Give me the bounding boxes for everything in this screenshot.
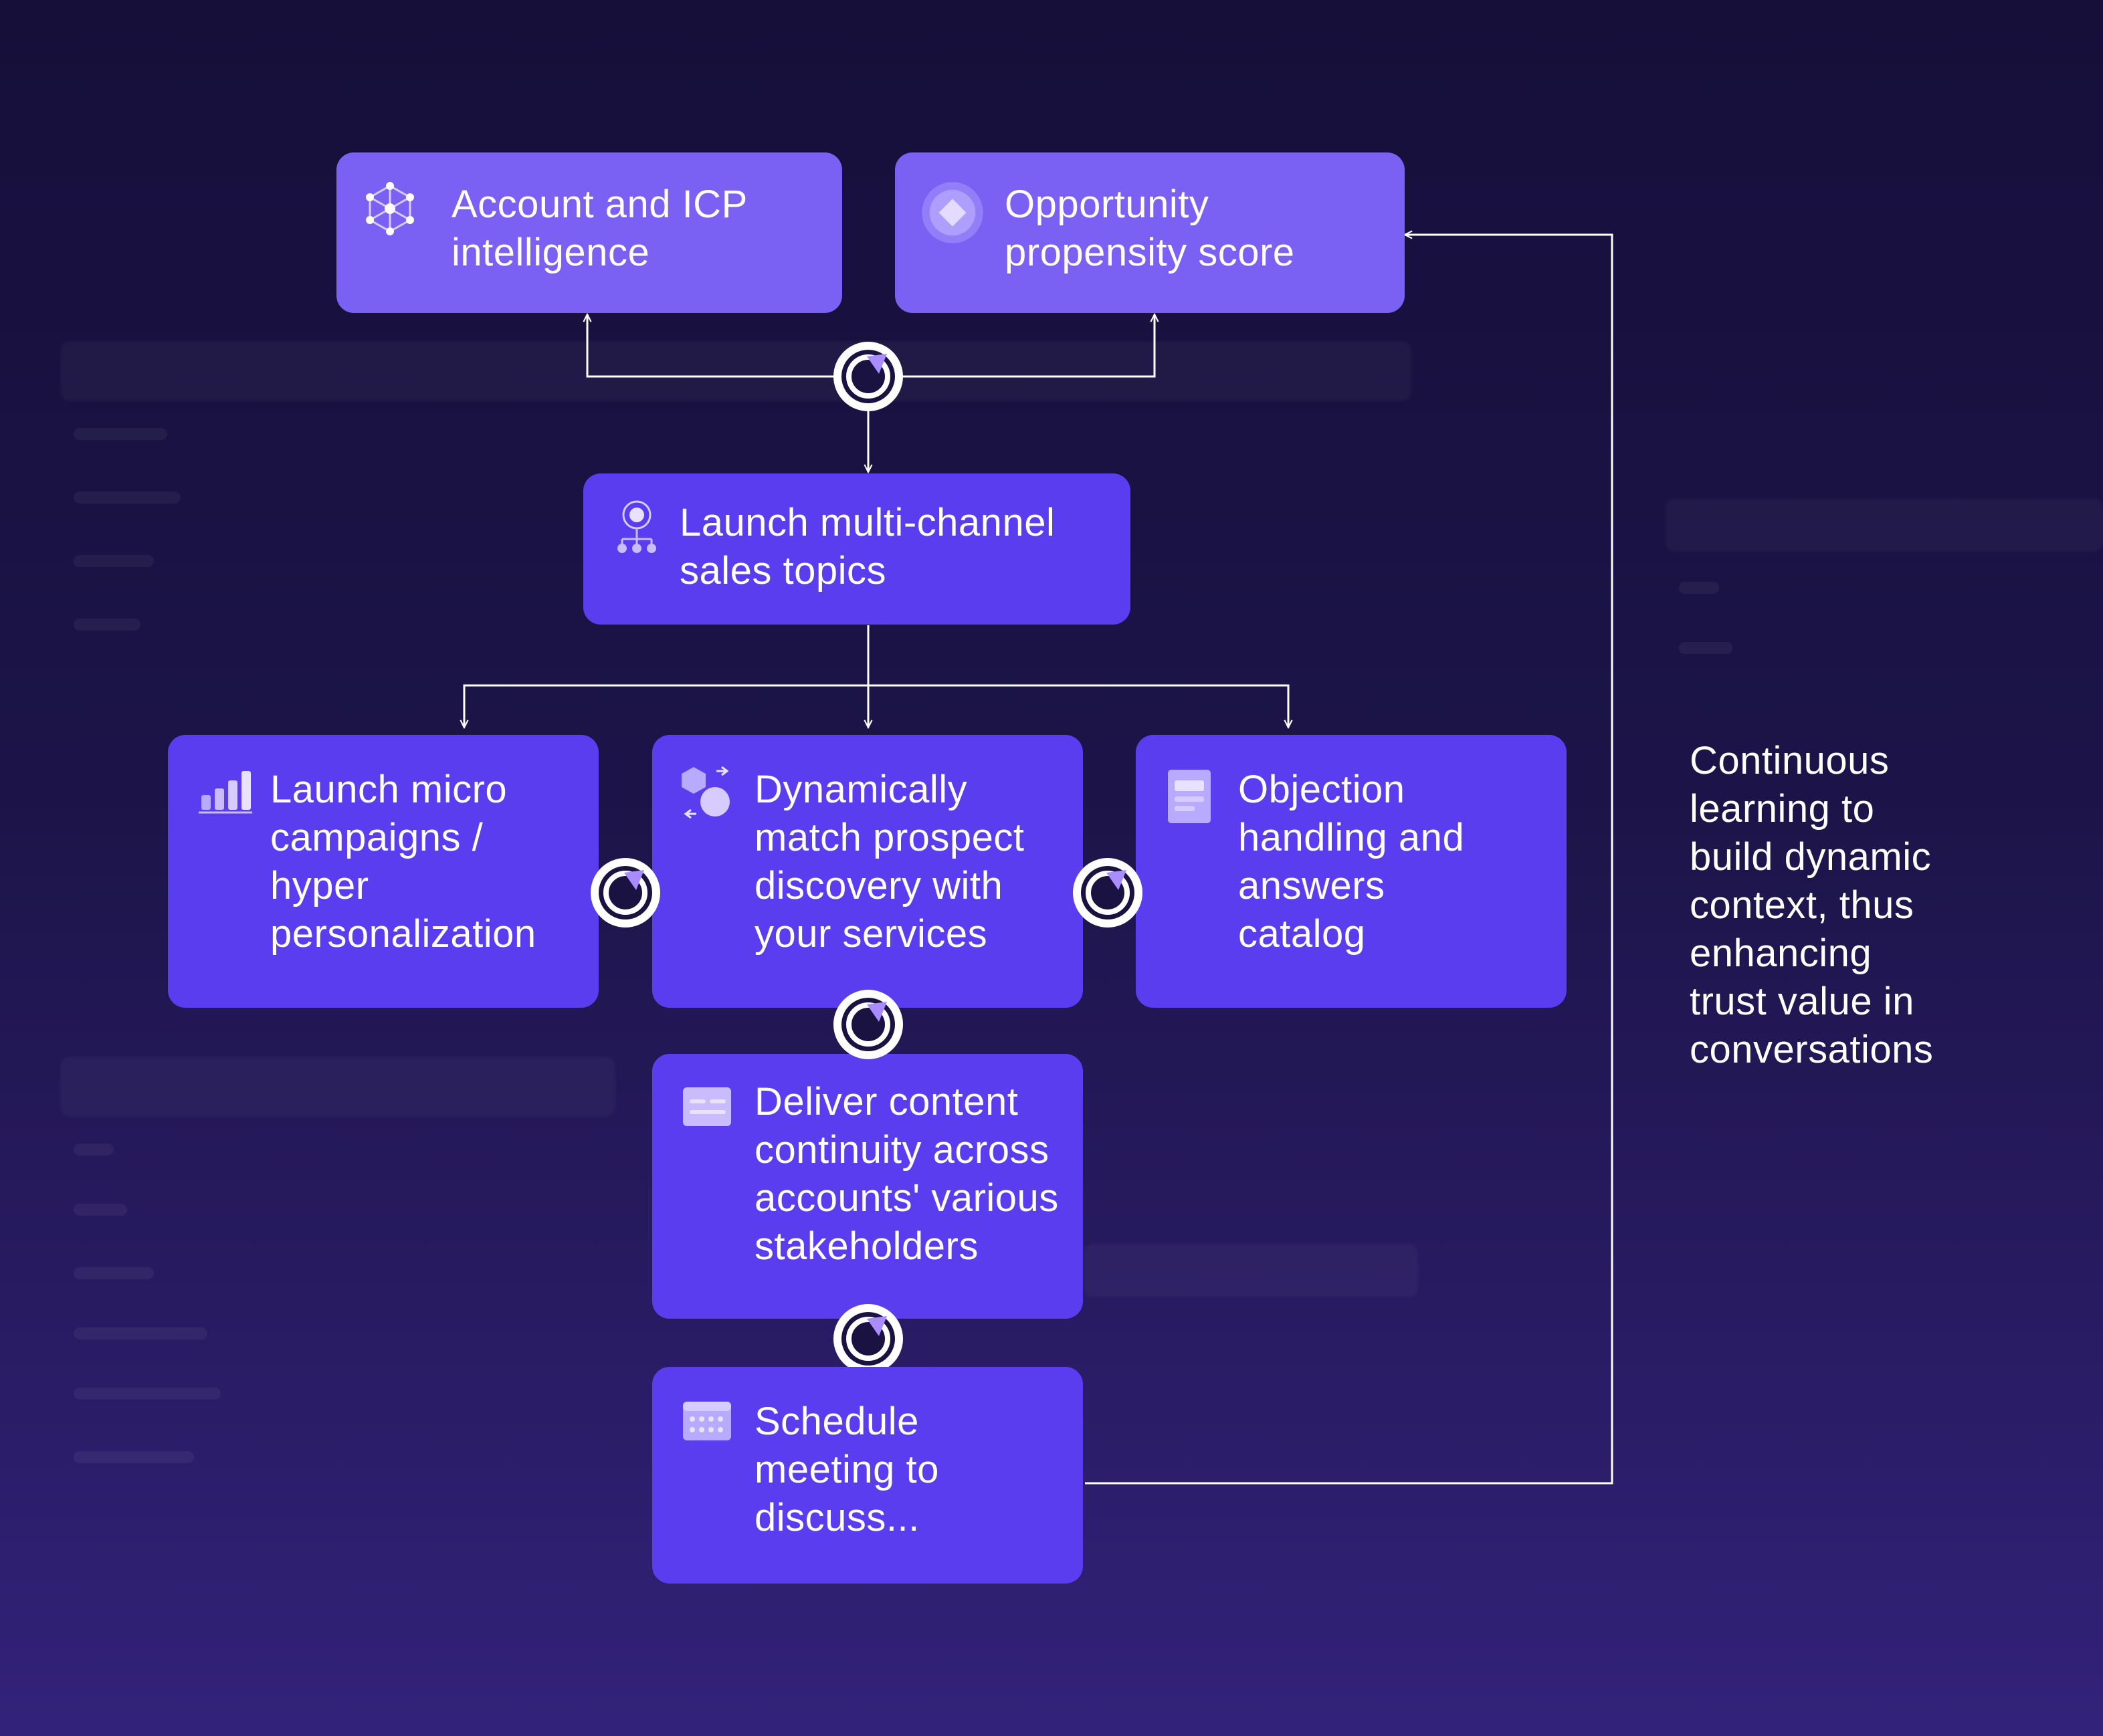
objection-handling-node: Objection handling and answers catalog (1136, 735, 1567, 1008)
diamond-icon (922, 182, 983, 243)
node-label: Deliver content continuity across accoun… (755, 1080, 1059, 1268)
background-row (74, 555, 154, 567)
node-label: Account and ICP intelligence (452, 183, 748, 274)
node-label: Schedule meeting to discuss... (755, 1400, 939, 1539)
opportunity-propensity-score-node: Opportunity propensity score (895, 152, 1405, 313)
schedule-meeting-node: Schedule meeting to discuss... (652, 1367, 1083, 1584)
node-label: Dynamically match prospect discovery wit… (755, 768, 1025, 956)
shapes-exchange-icon (682, 766, 730, 819)
node-label: Launch micro campaigns / hyper personali… (270, 768, 536, 956)
connector-to-micro-campaigns (464, 684, 868, 728)
dynamic-match-node: Dynamically match prospect discovery wit… (652, 735, 1083, 1008)
people-hierarchy-icon (617, 500, 656, 553)
background-row (74, 1327, 207, 1339)
hub-icon (833, 342, 903, 411)
catalog-icon (1168, 770, 1211, 823)
calendar-icon (683, 1402, 731, 1440)
node-label: Launch multi-channel sales topics (680, 501, 1056, 592)
background-row (74, 428, 167, 440)
background-row (74, 1267, 154, 1279)
network-icon (366, 182, 414, 235)
background-row (74, 1144, 114, 1156)
background-row (1679, 642, 1732, 654)
continuous-learning-note: Continuous learning to build dynamic con… (1690, 739, 1934, 1071)
background-row (74, 1204, 127, 1216)
hub-icon (833, 1304, 903, 1374)
bar-chart-icon (199, 771, 252, 814)
deliver-content-node: Deliver content continuity across accoun… (652, 1054, 1083, 1319)
node-label: Objection handling and answers catalog (1238, 768, 1465, 956)
launch-sales-topics-node: Launch multi-channel sales topics (583, 473, 1130, 625)
connector-to-objection (868, 684, 1288, 728)
background-row (74, 1388, 221, 1400)
node-label: Opportunity propensity score (1005, 183, 1295, 274)
micro-campaigns-node: Launch micro campaigns / hyper personali… (168, 735, 599, 1008)
background-row (1679, 582, 1719, 594)
feedback-loop-connector (1085, 235, 1613, 1485)
background-row (74, 492, 181, 504)
background-row (74, 1451, 194, 1463)
hub-icon (833, 990, 903, 1059)
connector-to-account-icp (587, 314, 868, 378)
background-row (74, 619, 140, 631)
connector-to-propensity (868, 314, 1155, 378)
card-icon (683, 1087, 731, 1126)
hub-icon (1073, 858, 1142, 928)
hub-icon (591, 858, 660, 928)
account-icp-intelligence-node: Account and ICP intelligence (336, 152, 842, 313)
